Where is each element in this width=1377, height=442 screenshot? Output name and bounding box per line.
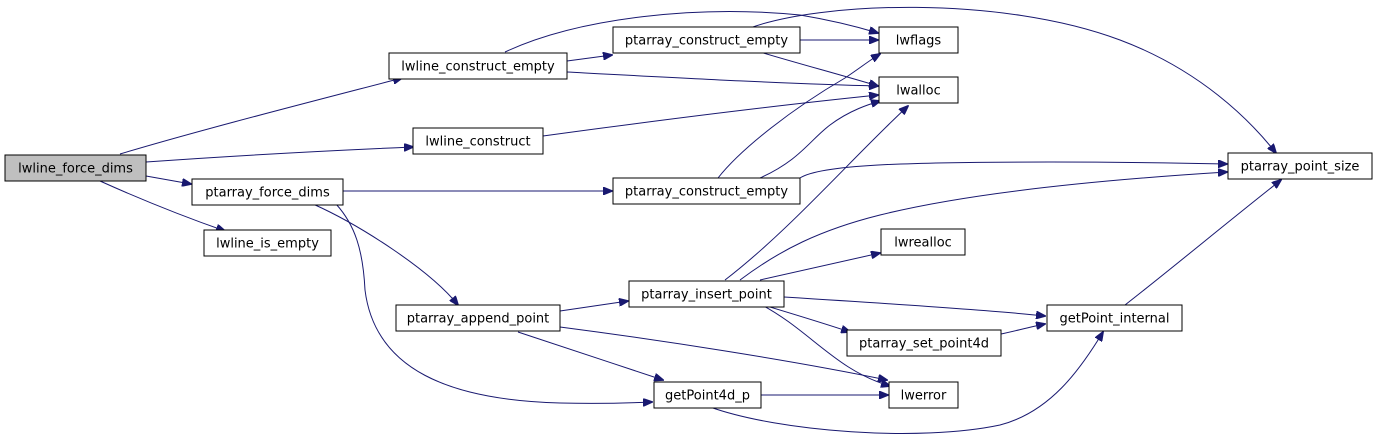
edge-ptarray_force_dims-to-ptarray_append_point bbox=[312, 203, 458, 305]
svg-text:ptarray_construct_empty: ptarray_construct_empty bbox=[625, 185, 788, 200]
node-ptarray_construct_empty-mid[interactable]: ptarray_construct_empty bbox=[612, 177, 801, 205]
node-lwline_is_empty[interactable]: lwline_is_empty bbox=[203, 229, 332, 257]
svg-text:lwline_construct: lwline_construct bbox=[425, 135, 530, 150]
edge-ptarray_append_point-to-ptarray_insert_point bbox=[559, 301, 628, 312]
edge-ptarray_append_point-to-lwerror bbox=[559, 326, 887, 380]
edge-lwline_construct-to-lwalloc bbox=[542, 95, 878, 137]
svg-text:lwrealloc: lwrealloc bbox=[894, 236, 952, 251]
node-lwline_construct[interactable]: lwline_construct bbox=[412, 127, 544, 155]
edge-lwline_construct_empty-to-lwalloc bbox=[566, 71, 878, 86]
edge-ptarray_insert_point-to-ptarray_point_size bbox=[739, 172, 1227, 281]
edge-ptarray_set_point4d-to-getPoint_internal bbox=[1000, 324, 1045, 335]
svg-text:ptarray_force_dims: ptarray_force_dims bbox=[205, 186, 330, 201]
edge-getPoint_internal-to-ptarray_point_size bbox=[1124, 180, 1281, 306]
svg-text:getPoint4d_p: getPoint4d_p bbox=[665, 389, 750, 404]
nodes: lwline_force_dims lwline_construct_empty… bbox=[4, 26, 1373, 409]
svg-text:ptarray_append_point: ptarray_append_point bbox=[407, 312, 550, 327]
edge-lwline_force_dims-to-ptarray_force_dims bbox=[145, 175, 191, 184]
node-lwalloc[interactable]: lwalloc bbox=[878, 76, 959, 104]
edge-ptarray_construct_empty_mid-to-lwalloc bbox=[759, 101, 880, 179]
edge-ptarray_construct_empty_mid-to-lwflags bbox=[717, 54, 880, 179]
node-lwrealloc[interactable]: lwrealloc bbox=[880, 228, 966, 256]
svg-text:ptarray_set_point4d: ptarray_set_point4d bbox=[859, 337, 989, 352]
node-getPoint4d_p[interactable]: getPoint4d_p bbox=[653, 381, 762, 409]
edge-lwline_force_dims-to-lwline_construct bbox=[145, 147, 413, 163]
edges bbox=[99, 6, 1281, 434]
node-lwline_construct_empty[interactable]: lwline_construct_empty bbox=[388, 52, 568, 80]
node-ptarray_construct_empty-top[interactable]: ptarray_construct_empty bbox=[612, 26, 801, 54]
edge-ptarray_force_dims-to-getPoint4d_p bbox=[335, 203, 652, 403]
node-ptarray_force_dims[interactable]: ptarray_force_dims bbox=[191, 178, 344, 206]
node-ptarray_point_size[interactable]: ptarray_point_size bbox=[1227, 152, 1373, 180]
node-lwline_force_dims[interactable]: lwline_force_dims bbox=[4, 154, 147, 182]
node-getPoint_internal[interactable]: getPoint_internal bbox=[1046, 304, 1183, 332]
svg-text:lwline_force_dims: lwline_force_dims bbox=[18, 162, 133, 177]
edge-getPoint4d_p-to-getPoint_internal bbox=[709, 332, 1103, 434]
node-lwflags[interactable]: lwflags bbox=[878, 26, 959, 54]
node-lwerror[interactable]: lwerror bbox=[888, 381, 959, 409]
edge-ptarray_insert_point-to-getPoint_internal bbox=[783, 296, 1045, 316]
edge-ptarray_append_point-to-getPoint4d_p bbox=[517, 331, 663, 380]
svg-text:ptarray_point_size: ptarray_point_size bbox=[1241, 160, 1360, 175]
edge-ptarray_insert_point-to-ptarray_set_point4d bbox=[759, 303, 850, 332]
edge-ptarray_insert_point-to-lwerror bbox=[759, 303, 890, 386]
svg-text:lwerror: lwerror bbox=[901, 389, 947, 404]
svg-text:ptarray_construct_empty: ptarray_construct_empty bbox=[625, 34, 788, 49]
node-ptarray_insert_point[interactable]: ptarray_insert_point bbox=[628, 280, 785, 308]
svg-text:lwflags: lwflags bbox=[896, 34, 942, 49]
edge-lwline_construct_empty-to-lwflags bbox=[504, 11, 878, 53]
edge-lwline_construct_empty-to-ptarray_construct_empty_top bbox=[566, 55, 612, 62]
edge-ptarray_construct_empty_top-to-ptarray_point_size bbox=[749, 6, 1276, 153]
edge-ptarray_construct_empty_mid-to-ptarray_point_size bbox=[799, 162, 1227, 179]
svg-text:getPoint_internal: getPoint_internal bbox=[1059, 312, 1169, 327]
svg-text:lwline_is_empty: lwline_is_empty bbox=[216, 237, 319, 252]
svg-text:lwline_construct_empty: lwline_construct_empty bbox=[401, 60, 555, 75]
edge-ptarray_insert_point-to-lwrealloc bbox=[759, 253, 880, 281]
edge-ptarray_construct_empty_top-to-lwalloc bbox=[759, 51, 878, 86]
node-ptarray_append_point[interactable]: ptarray_append_point bbox=[395, 304, 561, 332]
svg-text:ptarray_insert_point: ptarray_insert_point bbox=[641, 288, 772, 303]
edge-ptarray_insert_point-to-lwalloc bbox=[724, 106, 908, 281]
edge-lwline_force_dims-to-lwline_is_empty bbox=[99, 180, 225, 231]
svg-text:lwalloc: lwalloc bbox=[896, 84, 941, 99]
node-ptarray_set_point4d[interactable]: ptarray_set_point4d bbox=[846, 329, 1002, 357]
edge-lwline_force_dims-to-lwline_construct_empty bbox=[119, 78, 402, 155]
